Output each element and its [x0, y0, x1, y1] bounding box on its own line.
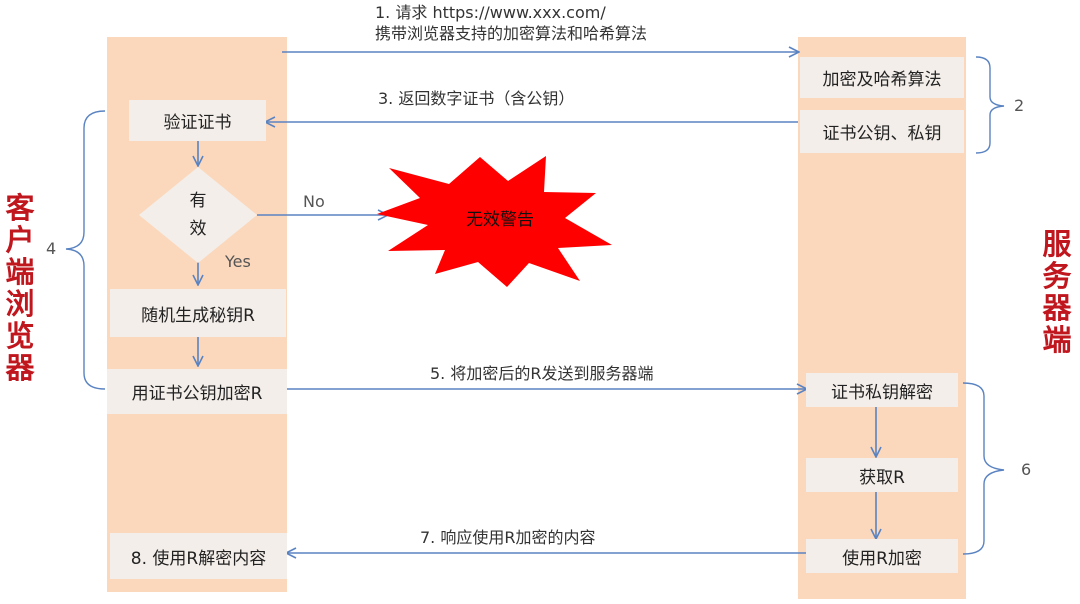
valid-decision-label: 有效	[189, 191, 207, 239]
bracket-4	[65, 110, 106, 390]
warning-burst	[377, 156, 612, 287]
server-title: 服务器端	[1042, 227, 1072, 357]
decision-diamond	[139, 167, 257, 263]
step1-label-line1: 1. 请求 https://www.xxx.com/	[375, 3, 606, 22]
client-title: 客户端浏览器	[5, 191, 35, 385]
bracket-2-number: 2	[1014, 96, 1025, 115]
step7-label: 7. 响应使用R加密的内容	[420, 528, 596, 547]
yes-label: Yes	[225, 252, 251, 271]
algorithms-box: 加密及哈希算法	[800, 57, 964, 98]
step5-label: 5. 将加密后的R发送到服务器端	[430, 364, 654, 383]
bracket-6	[962, 382, 1005, 555]
decrypt-r-box: 证书私钥解密	[806, 373, 958, 407]
use-r-box: 使用R加密	[806, 539, 958, 573]
invalid-warning-text: 无效警告	[466, 210, 534, 230]
encrypt-r-box: 用证书公钥加密R	[107, 369, 287, 414]
obtain-r-box: 获取R	[806, 458, 958, 492]
random-key-box: 随机生成秘钥R	[110, 289, 286, 337]
bracket-2	[975, 56, 1005, 154]
verify-cert-box: 验证证书	[129, 100, 266, 141]
no-label: No	[303, 192, 325, 211]
step1-label-line2: 携带浏览器支持的加密算法和哈希算法	[375, 24, 648, 43]
key-pair-box: 证书公钥、私钥	[800, 110, 964, 153]
bracket-6-number: 6	[1021, 460, 1032, 479]
bracket-4-number: 4	[46, 239, 57, 258]
step3-label: 3. 返回数字证书（含公钥）	[378, 89, 575, 108]
decrypt-content-box: 8. 使用R解密内容	[110, 533, 287, 579]
